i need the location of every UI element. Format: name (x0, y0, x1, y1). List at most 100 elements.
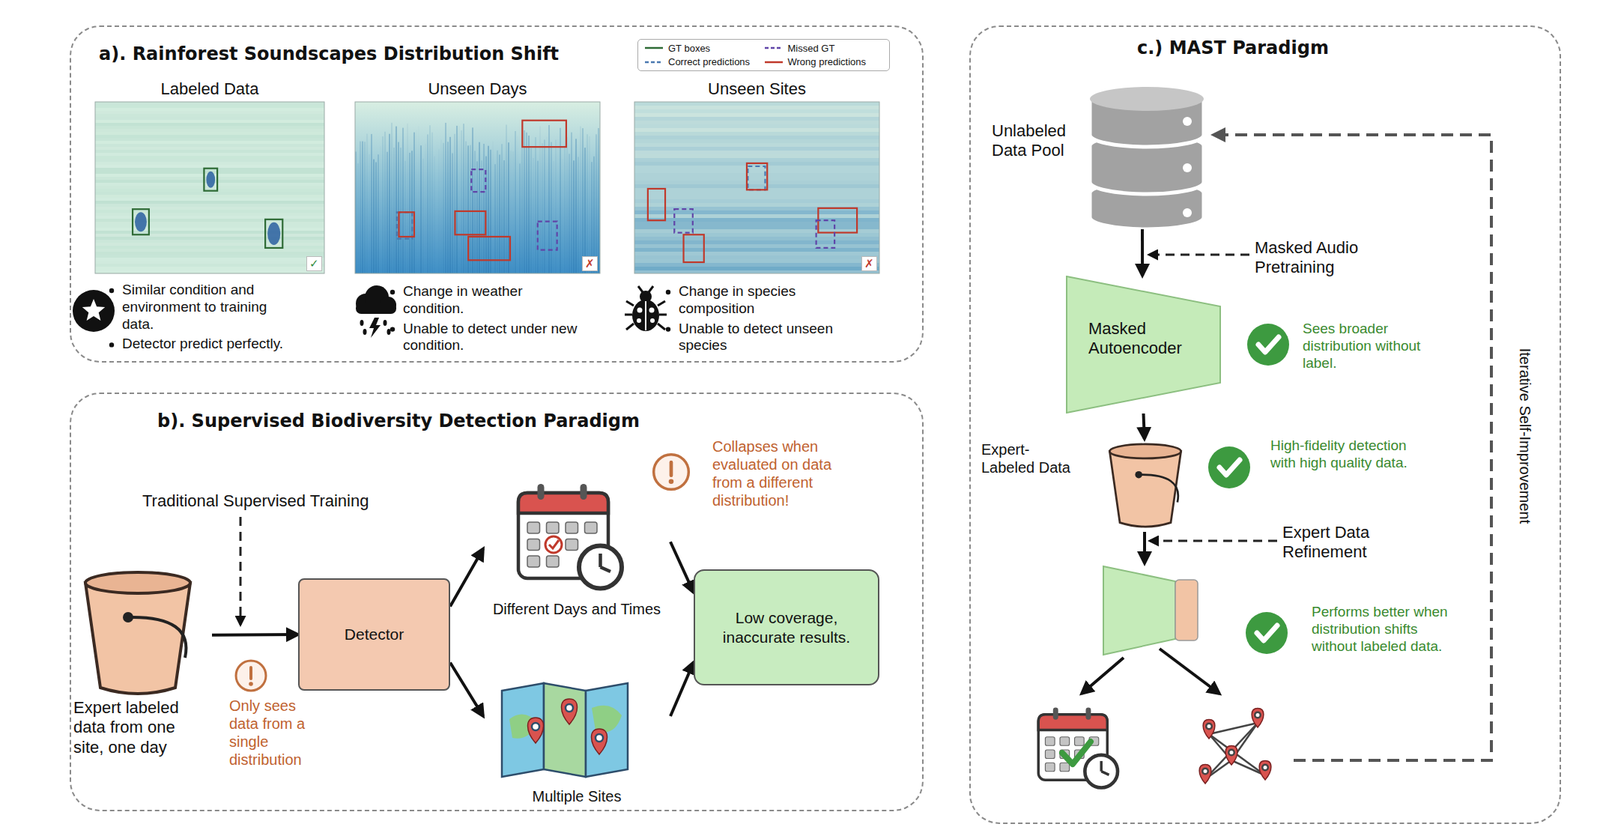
drawing-part (1175, 579, 1198, 641)
legend-line (764, 59, 784, 66)
legend-line (764, 61, 783, 64)
call-blob (267, 222, 281, 245)
drawing-part (451, 153, 454, 274)
pin-icon (1202, 768, 1209, 775)
drawing-part (577, 156, 580, 274)
drawing-part (444, 122, 447, 274)
node-label: Expert labeled data from one site, one d… (73, 698, 209, 758)
drawing-part (95, 116, 325, 120)
pin-icon (531, 722, 540, 731)
drawing-part (634, 217, 880, 222)
drawing-part (634, 266, 880, 271)
side-label: Iterative Self-Improvement (1516, 348, 1535, 525)
calendar-check (1062, 741, 1091, 765)
drawing-part (532, 158, 535, 274)
drawing-part (1208, 734, 1266, 776)
drawing-part (95, 146, 325, 150)
drawing-part (634, 191, 880, 196)
bullet-dot (665, 289, 671, 295)
drawing-part (634, 225, 880, 230)
drawing-part (379, 146, 382, 274)
drawing-part (440, 140, 442, 274)
trapezoid-outline (1066, 276, 1221, 413)
legend-line (764, 44, 784, 51)
drawing-part (95, 221, 325, 225)
map-icon (501, 683, 628, 777)
drawing-part (471, 127, 474, 274)
connector-arrow (670, 662, 694, 717)
drawing-part (363, 328, 368, 335)
drawing-part (634, 158, 880, 162)
drawing-part (586, 134, 589, 274)
bullet-dot (390, 326, 395, 332)
bucket-icon (1109, 444, 1181, 527)
drawing-part (634, 210, 880, 215)
annotation: Performs better when distribution shifts… (1311, 603, 1454, 655)
drawing-part (516, 136, 519, 274)
calendar-check (545, 536, 562, 553)
drawing-part (95, 230, 325, 234)
drawing-part (95, 128, 325, 132)
pin-icon (565, 704, 574, 712)
legend-text: GT boxes (668, 42, 711, 54)
dashed-arrow (239, 516, 242, 625)
drawing-part (634, 109, 880, 114)
drawing-part (634, 113, 880, 117)
drawing-part (357, 163, 359, 274)
annotation: Only sees data from a single distributio… (229, 696, 323, 769)
pin-icon (528, 717, 544, 744)
drawing-part (95, 269, 325, 273)
drawing-part (369, 317, 381, 338)
panel-frame: c.) MAST ParadigmUnlabeled Data PoolMask… (969, 25, 1562, 824)
star-icon (72, 289, 115, 332)
drawing-part (404, 161, 406, 274)
drawing-part (95, 257, 325, 261)
drawing-part (95, 113, 325, 117)
process-box: Detector (298, 578, 451, 691)
icon-node: Different Days and Times (483, 479, 671, 618)
bullet-text: Unable to detect unseen species (678, 320, 863, 356)
process-box: Low coverage, inaccurate results. (693, 569, 880, 686)
legend-text: Correct predictions (668, 56, 750, 68)
drawing-part (559, 128, 562, 274)
drawing-part (634, 120, 880, 125)
drawing-part (95, 149, 325, 153)
arrow (1081, 657, 1124, 694)
bug-icon (624, 286, 667, 332)
drawing-part (373, 159, 375, 274)
drawing-part (634, 202, 880, 207)
pin-icon (1262, 764, 1269, 771)
drawing-part (514, 131, 517, 274)
dashed-arrow (1149, 540, 1278, 543)
detection-box (471, 169, 486, 192)
calendar-icon (518, 483, 622, 589)
drawing-part (438, 149, 440, 274)
bullet-dot (390, 289, 395, 295)
bullet-text: Change in species composition (678, 283, 855, 318)
drawing-part (591, 705, 622, 733)
drawing-part (584, 147, 586, 274)
drawing-part (95, 101, 325, 105)
drawing-part (546, 136, 548, 274)
drawing-part (543, 139, 546, 274)
detection-box (399, 211, 415, 237)
spectrogram (634, 101, 880, 274)
pin-icon (1259, 761, 1272, 781)
drawing-part (624, 286, 667, 330)
drawing-part (375, 162, 377, 274)
drawing-part (537, 161, 539, 274)
drawing-part (420, 145, 422, 274)
drawing-part (483, 143, 485, 274)
connector-arrow (450, 549, 484, 607)
drawing-part (530, 148, 532, 274)
legend-entry: Wrong predictions (764, 56, 884, 68)
drawing-part (519, 163, 521, 274)
drawing-part (487, 146, 490, 274)
drawing-part (476, 161, 478, 274)
drawing-part (95, 194, 325, 198)
node-label: Expert- Labeled Data (981, 440, 1083, 477)
drawing-part (634, 240, 880, 245)
drawing-part (95, 248, 325, 252)
drawing-part (426, 134, 429, 274)
